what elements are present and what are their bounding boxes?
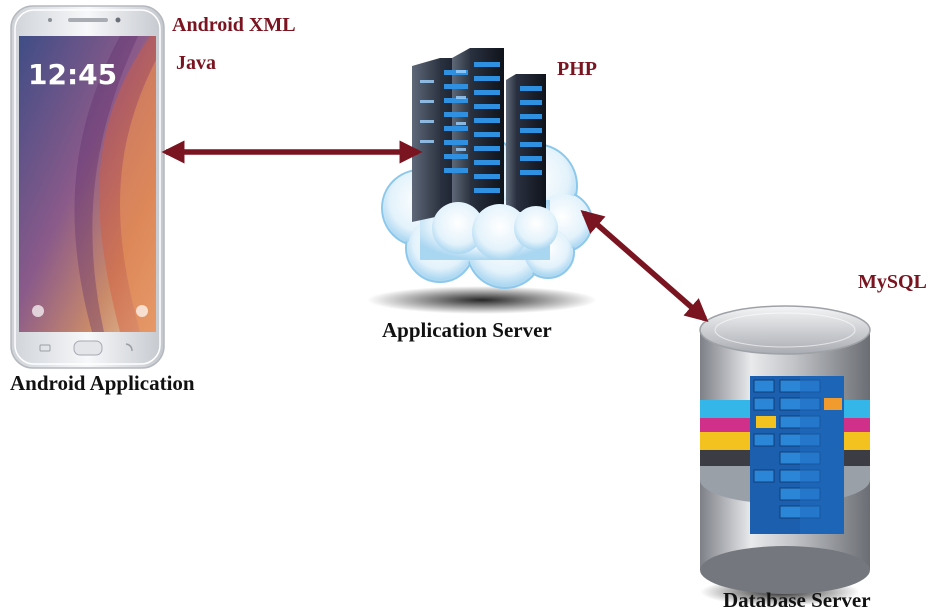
server-cloud-icon xyxy=(367,48,597,314)
tech-label-android-xml: Android XML xyxy=(172,14,296,36)
node-label-application-server: Application Server xyxy=(382,318,552,342)
tech-label-mysql: MySQL xyxy=(858,271,927,293)
database-icon xyxy=(699,305,871,606)
connection-app-server-to-database xyxy=(580,209,709,323)
smartphone-icon: 12:45 xyxy=(10,5,165,369)
node-label-database-server: Database Server xyxy=(723,588,871,612)
node-label-android-application: Android Application xyxy=(10,371,195,395)
tech-label-java: Java xyxy=(176,52,216,74)
tech-label-php: PHP xyxy=(557,58,597,80)
lockscreen-clock: 12:45 xyxy=(28,58,117,91)
